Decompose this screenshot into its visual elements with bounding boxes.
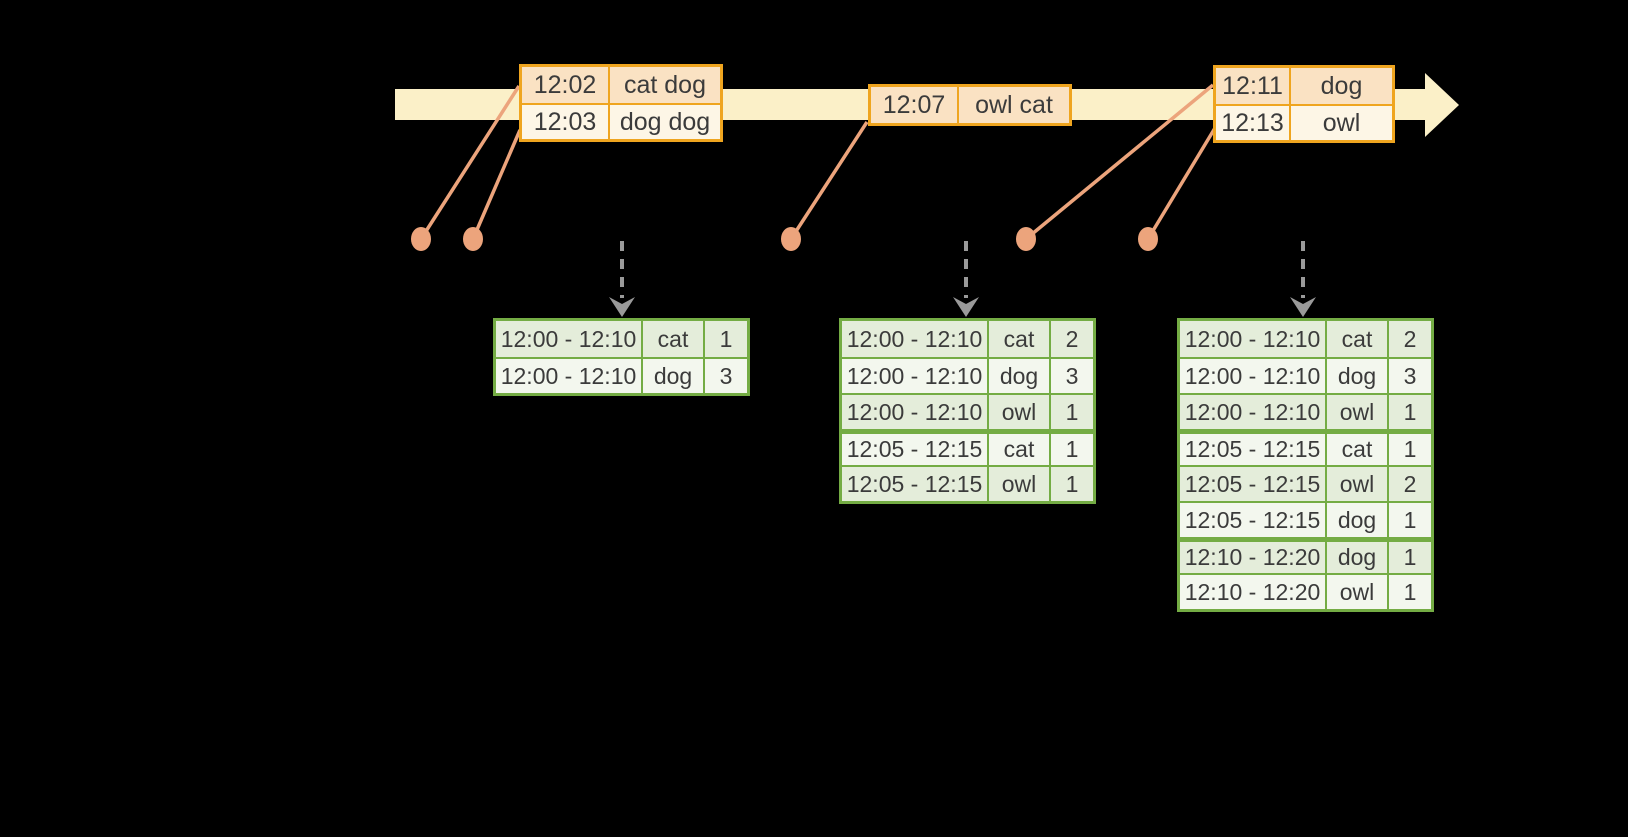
result-word: owl: [1325, 395, 1387, 429]
event-time: 12:03: [522, 105, 608, 139]
trigger-arrowhead-icon: [609, 297, 635, 317]
event-words: cat dog: [608, 67, 720, 103]
result-word: cat: [1325, 321, 1387, 357]
result-count: 2: [1387, 467, 1431, 501]
event-dot: [1016, 227, 1036, 251]
connector-line: [419, 85, 521, 240]
result-window: 12:05 - 12:15: [842, 467, 987, 501]
result-word: owl: [987, 395, 1049, 429]
result-word: cat: [1325, 434, 1387, 465]
result-window: 12:00 - 12:10: [1180, 359, 1325, 393]
connector-line: [1146, 127, 1217, 240]
result-window: 12:00 - 12:10: [842, 395, 987, 429]
result-word: dog: [987, 359, 1049, 393]
result-word: dog: [1325, 542, 1387, 573]
result-word: cat: [987, 321, 1049, 357]
result-window: 12:00 - 12:10: [842, 359, 987, 393]
result-window: 12:00 - 12:10: [1180, 321, 1325, 357]
event-dot: [463, 227, 483, 251]
event-words: owl cat: [957, 87, 1069, 123]
trigger-arrowhead-icon: [1290, 297, 1316, 317]
event-time: 12:11: [1216, 68, 1289, 104]
event-words: dog: [1289, 68, 1392, 104]
result-count: 3: [1387, 359, 1431, 393]
connector-line: [789, 121, 869, 240]
result-count: 3: [703, 359, 747, 393]
event-time: 12:02: [522, 67, 608, 103]
result-window: 12:00 - 12:10: [496, 321, 641, 357]
result-count: 1: [1049, 395, 1093, 429]
result-count: 1: [1049, 467, 1093, 501]
event-dot: [411, 227, 431, 251]
result-word: dog: [1325, 503, 1387, 537]
event-words: dog dog: [608, 105, 720, 139]
result-count: 1: [1387, 542, 1431, 573]
event-time: 12:13: [1216, 106, 1289, 140]
timeline-arrowhead-icon: [1425, 73, 1459, 137]
result-window: 12:00 - 12:10: [1180, 395, 1325, 429]
result-window: 12:10 - 12:20: [1180, 542, 1325, 573]
result-count: 1: [1387, 395, 1431, 429]
result-word: cat: [987, 434, 1049, 465]
result-count: 1: [1387, 434, 1431, 465]
result-window: 12:05 - 12:15: [1180, 434, 1325, 465]
result-count: 1: [1387, 503, 1431, 537]
event-dot: [1138, 227, 1158, 251]
result-word: owl: [1325, 575, 1387, 609]
result-word: dog: [1325, 359, 1387, 393]
result-word: cat: [641, 321, 703, 357]
result-count: 1: [703, 321, 747, 357]
event-words: owl: [1289, 106, 1392, 140]
result-window: 12:05 - 12:15: [1180, 467, 1325, 501]
result-word: owl: [1325, 467, 1387, 501]
result-count: 1: [1049, 434, 1093, 465]
event-dot: [781, 227, 801, 251]
trigger-arrowhead-icon: [953, 297, 979, 317]
result-count: 1: [1387, 575, 1431, 609]
result-window: 12:05 - 12:15: [842, 434, 987, 465]
result-window: 12:00 - 12:10: [842, 321, 987, 357]
result-window: 12:00 - 12:10: [496, 359, 641, 393]
result-window: 12:05 - 12:15: [1180, 503, 1325, 537]
connector-line: [1024, 83, 1215, 241]
result-window: 12:10 - 12:20: [1180, 575, 1325, 609]
connector-line: [471, 129, 522, 240]
result-word: dog: [641, 359, 703, 393]
result-count: 3: [1049, 359, 1093, 393]
result-count: 2: [1049, 321, 1093, 357]
result-count: 2: [1387, 321, 1431, 357]
result-word: owl: [987, 467, 1049, 501]
event-time: 12:07: [871, 87, 957, 123]
